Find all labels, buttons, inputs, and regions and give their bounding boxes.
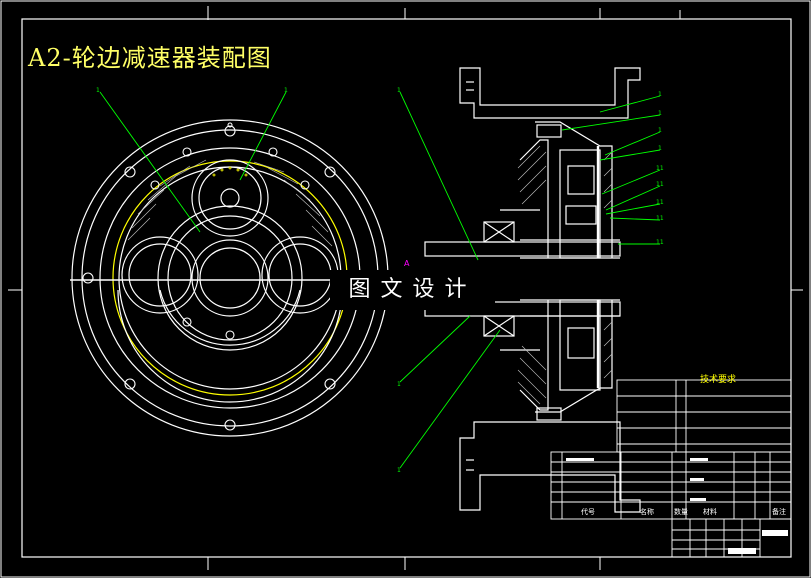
col-material: 材料 <box>703 508 717 516</box>
planet-gears <box>121 159 339 317</box>
svg-text:1: 1 <box>658 145 662 152</box>
technical-requirements-heading: 技术要求 <box>700 375 737 385</box>
inner-bore <box>157 205 303 351</box>
gear-teeth <box>212 166 248 177</box>
ring-gear-root <box>118 166 342 390</box>
svg-text:11: 11 <box>656 199 664 206</box>
planet-gear-right <box>261 236 339 314</box>
svg-text:1: 1 <box>397 87 401 94</box>
ring-hatching <box>127 159 333 247</box>
sun-gear <box>191 239 269 317</box>
col-remark: 备注 <box>772 508 786 516</box>
end-view <box>70 119 392 437</box>
end-view-leaders <box>99 91 287 233</box>
svg-text:11: 11 <box>656 215 664 222</box>
lower-flange <box>459 421 641 513</box>
sheet-border-inner <box>21 18 792 558</box>
upper-flange <box>459 67 641 119</box>
svg-text:1: 1 <box>96 87 100 94</box>
hub-circle <box>99 147 361 409</box>
svg-text:1: 1 <box>658 127 662 134</box>
title-block-fills <box>566 458 788 554</box>
section-view <box>424 67 641 513</box>
svg-text:1: 1 <box>658 110 662 117</box>
section-view-leaders <box>399 91 661 469</box>
svg-text:11: 11 <box>656 165 664 172</box>
title-block <box>550 379 792 558</box>
svg-text:1: 1 <box>658 91 662 98</box>
ring-gear-circle <box>112 160 348 396</box>
zone-ticks <box>8 6 803 570</box>
col-qty: 数量 <box>674 508 688 516</box>
flange-bolt-upper <box>536 124 562 138</box>
col-name: 名称 <box>640 508 654 516</box>
bearing-upper <box>483 221 515 243</box>
svg-text:1: 1 <box>397 381 401 388</box>
bore-small <box>167 215 293 341</box>
planet-gear-top <box>191 159 269 237</box>
section-marker: A <box>404 259 410 268</box>
svg-text:11: 11 <box>656 239 664 246</box>
svg-text:1: 1 <box>397 467 401 474</box>
svg-text:1: 1 <box>284 87 288 94</box>
planet-gear-left <box>121 236 199 314</box>
drawing-title: A2-轮边减速器装配图 <box>28 44 272 72</box>
lower-arc <box>117 289 343 403</box>
svg-text:11: 11 <box>656 181 664 188</box>
axle-shaft <box>424 241 621 257</box>
bearing-lower <box>483 315 515 337</box>
col-code: 代号 <box>581 508 595 516</box>
watermark: 图文设计 <box>330 270 495 310</box>
housing-upper <box>535 121 613 258</box>
flange-bolt-lower <box>536 407 562 421</box>
